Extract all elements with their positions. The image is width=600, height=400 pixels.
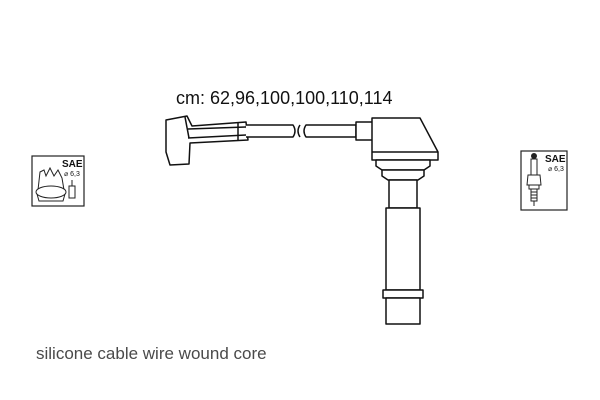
right-badge-size: ⌀ 6,3 bbox=[548, 166, 564, 173]
ignition-lead bbox=[165, 115, 439, 325]
product-caption: silicone cable wire wound core bbox=[36, 344, 267, 363]
spark-plug-icon bbox=[526, 153, 542, 206]
right-badge-standard: SAE bbox=[545, 154, 566, 165]
distributor-boot bbox=[165, 115, 249, 166]
left-sae-badge: SAE ⌀ 6,3 bbox=[31, 155, 85, 207]
boot-tube-body bbox=[385, 207, 421, 291]
cable-lengths-label: cm: 62,96,100,100,110,114 bbox=[176, 88, 393, 108]
left-badge-standard: SAE bbox=[62, 159, 83, 170]
boot-tube-upper bbox=[388, 179, 418, 209]
boot-tip bbox=[385, 297, 421, 325]
spark-plug-boot-head bbox=[371, 117, 439, 161]
right-sae-badge: SAE ⌀ 6,3 bbox=[520, 150, 568, 211]
boot-shoulder bbox=[375, 159, 431, 171]
boot-ring bbox=[382, 289, 424, 299]
cable-segment-right bbox=[303, 124, 357, 138]
distributor-cap-icon bbox=[35, 166, 76, 202]
cable-segment-left bbox=[246, 124, 296, 138]
left-badge-size: ⌀ 6,3 bbox=[64, 171, 80, 178]
